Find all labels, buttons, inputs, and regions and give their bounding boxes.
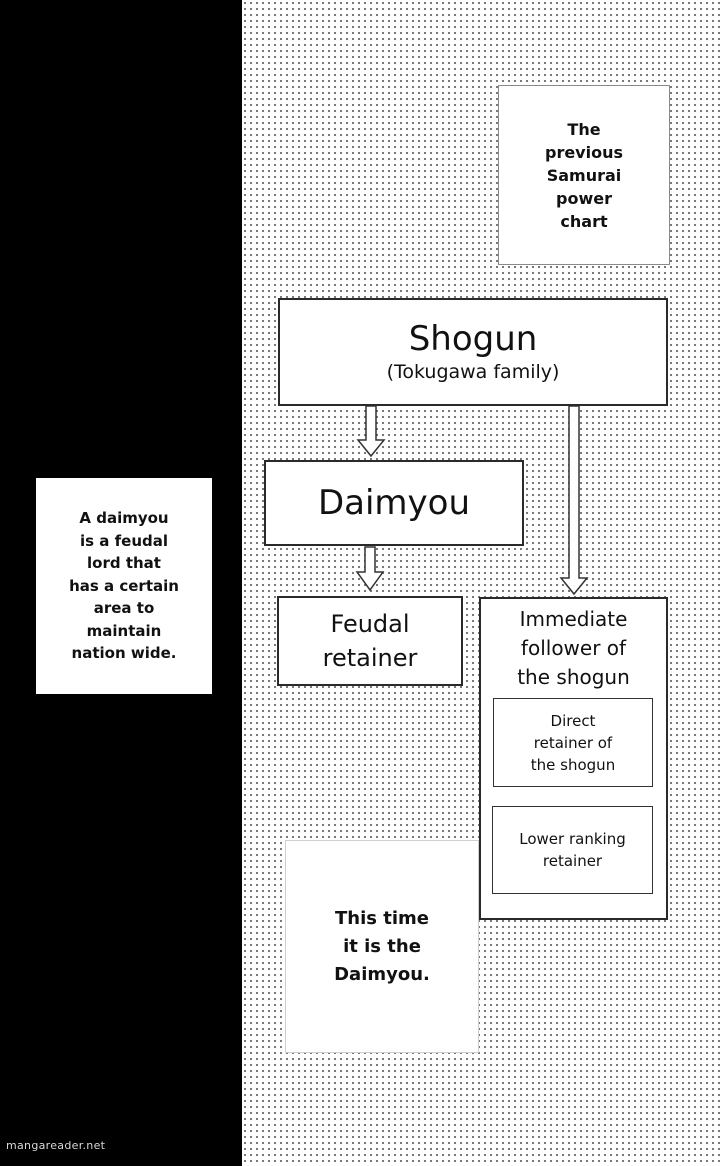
- daimyou-note-line: has a certain: [69, 576, 179, 595]
- daimyou-label: Daimyou: [317, 483, 471, 523]
- arrow-daimyou-to-feudal: [355, 546, 385, 592]
- daimyou-note-line: maintain: [86, 621, 162, 640]
- feudal-retainer-line: retainer: [322, 644, 418, 672]
- immediate-follower-line: the shogun: [517, 665, 630, 689]
- daimyou-note-line: A daimyou: [79, 509, 169, 528]
- lower-ranking-box: Lower ranking retainer: [492, 806, 653, 894]
- daimyou-note-line: is a feudal: [79, 531, 168, 550]
- direct-retainer-line: the shogun: [530, 755, 616, 774]
- shogun-box: Shogun (Tokugawa family): [278, 298, 668, 406]
- lower-ranking-line: Lower ranking: [519, 830, 626, 848]
- watermark: mangareader.net: [6, 1139, 106, 1152]
- arrow-shogun-to-follower: [559, 405, 589, 596]
- immediate-follower-line: Immediate: [519, 607, 628, 631]
- title-note: The previous Samurai power chart: [498, 85, 670, 265]
- title-line: power: [556, 188, 612, 208]
- bottom-note-line: This time: [335, 907, 429, 929]
- daimyou-note: A daimyou is a feudal lord that has a ce…: [36, 478, 212, 694]
- immediate-follower-line: follower of: [520, 636, 627, 660]
- lower-ranking-line: retainer: [542, 852, 603, 870]
- feudal-retainer-line: Feudal: [330, 610, 410, 638]
- title-line: previous: [544, 142, 623, 162]
- arrow-shogun-to-daimyou: [356, 405, 386, 458]
- bottom-note: This time it is the Daimyou.: [285, 840, 479, 1053]
- daimyou-note-line: lord that: [87, 554, 161, 573]
- direct-retainer-line: Direct: [550, 711, 596, 730]
- daimyou-note-line: area to: [93, 599, 155, 618]
- title-line: Samurai: [546, 165, 622, 185]
- daimyou-note-line: nation wide.: [71, 644, 177, 663]
- bottom-note-line: it is the: [343, 935, 421, 957]
- shogun-label: Shogun: [408, 319, 538, 359]
- bottom-note-line: Daimyou.: [334, 963, 430, 985]
- daimyou-box: Daimyou: [264, 460, 524, 546]
- shogun-subtitle: (Tokugawa family): [386, 361, 560, 383]
- direct-retainer-box: Direct retainer of the shogun: [493, 698, 653, 787]
- direct-retainer-line: retainer of: [533, 733, 613, 752]
- title-line: chart: [560, 211, 608, 231]
- title-line: The: [567, 119, 601, 139]
- feudal-retainer-box: Feudal retainer: [277, 596, 463, 686]
